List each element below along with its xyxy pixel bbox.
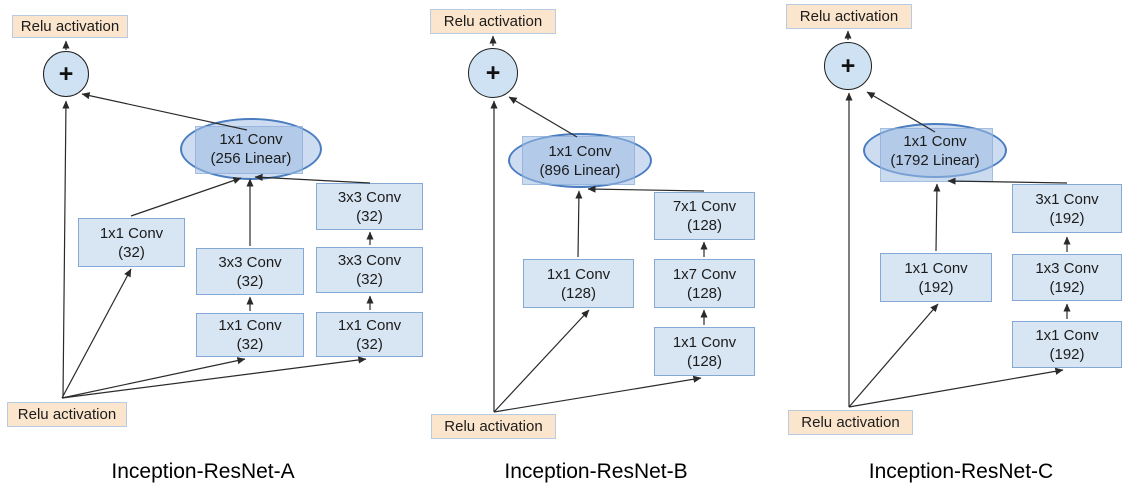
arrow [587, 185, 705, 193]
arrow [493, 375, 702, 413]
conv-channels: (32) [356, 335, 383, 353]
b-add-node: + [468, 48, 518, 98]
arrow [575, 190, 583, 258]
c-relu-bottom-label: Relu activation [801, 414, 900, 431]
conv-channels: (128) [686, 217, 723, 234]
conv-label: 3x3 Conv [337, 188, 402, 206]
arrow [130, 177, 242, 217]
a-conv-right-3x3-top: 3x3 Conv (32) [316, 183, 423, 230]
c-conv-right-1x1-bottom: 1x1 Conv (192) [1012, 321, 1122, 368]
arrow [61, 356, 367, 399]
a-conv-right-3x3-mid: 3x3 Conv (32) [316, 247, 423, 293]
conv-channels: (192) [918, 278, 954, 296]
conv-label: 1x1 Conv [99, 224, 164, 242]
a-conv-mid-1x1: 1x1 Conv (32) [196, 313, 304, 357]
a-relu-activation-top: Relu activation [12, 15, 128, 38]
c-diagram-title: Inception-ResNet-C [868, 460, 1054, 483]
a-conv-mid-3x3: 3x3 Conv (32) [196, 248, 304, 295]
arrow [848, 303, 939, 408]
conv-label: 1x1 Conv [337, 316, 402, 334]
b-fusion-line2: (896 Linear) [539, 161, 621, 179]
a-diagram-title: Inception-ResNet-A [111, 460, 295, 483]
b-conv-right-7x1-top: 7x1 Conv (128) [654, 192, 755, 240]
arrow [933, 183, 941, 252]
a-fusion-rect [195, 126, 303, 174]
arrow [493, 309, 590, 413]
conv-channels: (32) [356, 271, 383, 288]
c-relu-activation-top: Relu activation [786, 4, 912, 29]
conv-label: 1x1 Conv [672, 333, 737, 351]
b-diagram-title: Inception-ResNet-B [504, 460, 688, 483]
conv-label: 3x1 Conv [1035, 190, 1099, 208]
c-fusion-label: 1x1 Conv (1792 Linear) [863, 123, 1007, 178]
conv-channels: (32) [356, 207, 383, 225]
conv-channels: (128) [560, 284, 597, 302]
conv-label: 1x1 Conv [1035, 326, 1099, 344]
c-fusion-line2: (1792 Linear) [890, 151, 980, 169]
a-conv-right-1x1-bottom: 1x1 Conv (32) [316, 312, 423, 357]
arrow [848, 367, 1064, 408]
b-relu-activation-top: Relu activation [430, 9, 556, 34]
b-relu-top-label: Relu activation [443, 13, 543, 30]
conv-label: 7x1 Conv [672, 198, 737, 215]
conv-label: 1x1 Conv [904, 259, 968, 277]
b-relu-activation-bottom: Relu activation [431, 414, 556, 439]
b-conv-left-1x1: 1x1 Conv (128) [523, 259, 634, 308]
b-plus-icon: + [485, 58, 501, 87]
conv-channels: (192) [1049, 278, 1085, 296]
b-conv-right-1x1-bottom: 1x1 Conv (128) [654, 327, 755, 376]
a-fusion-label: 1x1 Conv (256 Linear) [180, 118, 322, 180]
conv-label: 1x3 Conv [1035, 259, 1099, 277]
arrow [508, 96, 578, 138]
a-relu-top-label: Relu activation [20, 18, 120, 35]
b-fusion-rect [522, 136, 635, 185]
c-fusion-rect [880, 128, 993, 182]
b-conv-right-1x7-mid: 1x7 Conv (128) [654, 259, 755, 308]
arrow [61, 357, 246, 399]
c-conv-right-3x1-top: 3x1 Conv (192) [1012, 184, 1122, 233]
a-conv-left-1x1: 1x1 Conv (32) [78, 218, 185, 267]
a-relu-bottom-label: Relu activation [17, 406, 117, 423]
conv-label: 1x7 Conv [672, 265, 737, 283]
c-relu-top-label: Relu activation [799, 8, 899, 25]
conv-channels: (32) [236, 272, 264, 290]
c-conv-left-1x1: 1x1 Conv (192) [880, 253, 992, 302]
conv-label: 1x1 Conv [546, 265, 611, 283]
conv-channels: (192) [1049, 345, 1085, 363]
b-fusion-label: 1x1 Conv (896 Linear) [508, 133, 652, 188]
c-relu-activation-bottom: Relu activation [788, 410, 913, 435]
conv-channels: (32) [118, 243, 145, 261]
a-fusion-line2: (256 Linear) [210, 150, 292, 167]
conv-channels: (128) [686, 352, 723, 370]
a-relu-activation-bottom: Relu activation [7, 402, 127, 427]
c-conv-right-1x3-mid: 1x3 Conv (192) [1012, 254, 1122, 301]
a-fusion-line1: 1x1 Conv [219, 131, 283, 148]
c-add-node: + [824, 42, 872, 90]
conv-channels: (192) [1049, 209, 1085, 227]
conv-channels: (32) [236, 336, 264, 353]
conv-label: 3x3 Conv [337, 252, 402, 269]
conv-label: 1x1 Conv [218, 317, 282, 334]
b-fusion-line1: 1x1 Conv [548, 142, 612, 160]
a-residual-arrow [62, 100, 70, 399]
b-relu-bottom-label: Relu activation [444, 418, 543, 435]
c-plus-icon: + [840, 51, 856, 80]
a-plus-icon: + [58, 59, 74, 88]
conv-label: 3x3 Conv [218, 253, 282, 271]
arrow [61, 268, 132, 399]
a-add-node: + [43, 51, 89, 97]
conv-channels: (128) [686, 284, 723, 302]
c-fusion-line1: 1x1 Conv [903, 132, 967, 150]
